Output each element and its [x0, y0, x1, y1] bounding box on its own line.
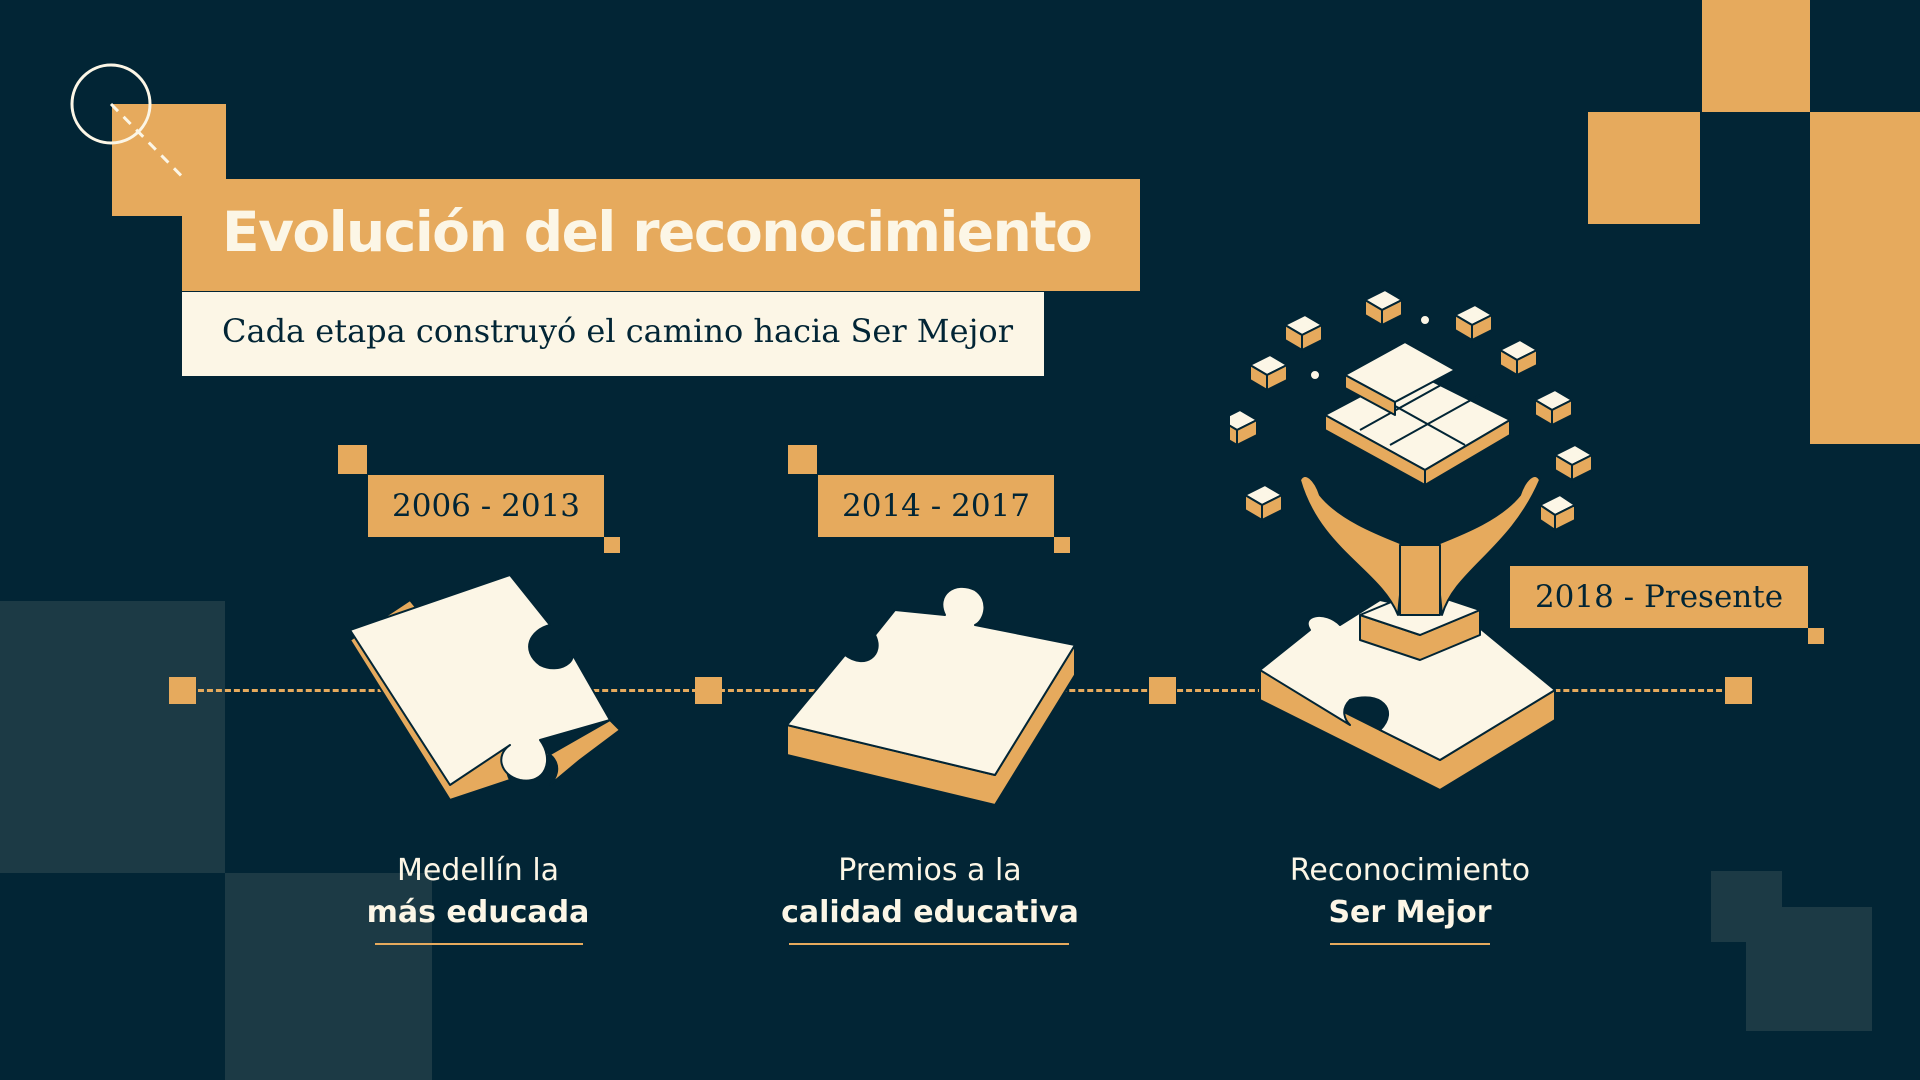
- date-tag-1-corner-top: [338, 445, 367, 474]
- stage-caption-2-line2: calidad educativa: [781, 895, 1079, 930]
- timeline-node-start: [169, 677, 196, 704]
- page-title: Evolución del reconocimiento: [222, 200, 1093, 264]
- date-tag-2: 2014 - 2017: [818, 475, 1054, 537]
- timeline-node-3: [1149, 677, 1176, 704]
- deco-block-tr-3: [1810, 112, 1920, 444]
- stage-caption-1-line1: Medellín la: [396, 853, 560, 888]
- deco-block-tr-1: [1702, 0, 1810, 112]
- date-tag-2-corner-top: [788, 445, 817, 474]
- timeline-node-2: [695, 677, 722, 704]
- timeline-node-end: [1725, 677, 1752, 704]
- title-bar: [182, 179, 1140, 291]
- stage-caption-3-underline: [1330, 943, 1490, 945]
- stage-caption-2-line1: Premios a la: [838, 853, 1022, 888]
- stage-caption-1: Medellín la más educada: [348, 850, 608, 934]
- stage-caption-3-line1: Reconocimiento: [1289, 853, 1531, 888]
- date-tag-2-corner-bottom: [1054, 537, 1070, 553]
- puzzle-tree-hands-icon: [1230, 289, 1593, 791]
- bg-block-right-large: [1746, 907, 1872, 1031]
- stage-caption-2: Premios a la calidad educativa: [770, 850, 1090, 934]
- deco-block-tr-2: [1588, 112, 1700, 224]
- stage-caption-1-underline: [375, 943, 583, 945]
- stage-caption-3: Reconocimiento Ser Mejor: [1260, 850, 1560, 934]
- puzzle-piece-icon-1: [349, 574, 620, 801]
- stage-caption-3-line2: Ser Mejor: [1328, 895, 1492, 930]
- stage-caption-1-line2: más educada: [366, 895, 590, 930]
- date-tag-1: 2006 - 2013: [368, 475, 604, 537]
- bg-block-left-upper: [0, 601, 225, 873]
- stage-caption-2-underline: [789, 943, 1069, 945]
- date-tag-1-corner-bottom: [604, 537, 620, 553]
- date-tag-3: 2018 - Presente: [1510, 566, 1808, 628]
- bg-block-left-lower: [225, 873, 432, 1080]
- page-subtitle: Cada etapa construyó el camino hacia Ser…: [222, 312, 1013, 350]
- subtitle-bar: [182, 292, 1044, 376]
- puzzle-piece-icon-2: [786, 585, 1075, 806]
- date-tag-3-corner-bottom: [1808, 628, 1824, 644]
